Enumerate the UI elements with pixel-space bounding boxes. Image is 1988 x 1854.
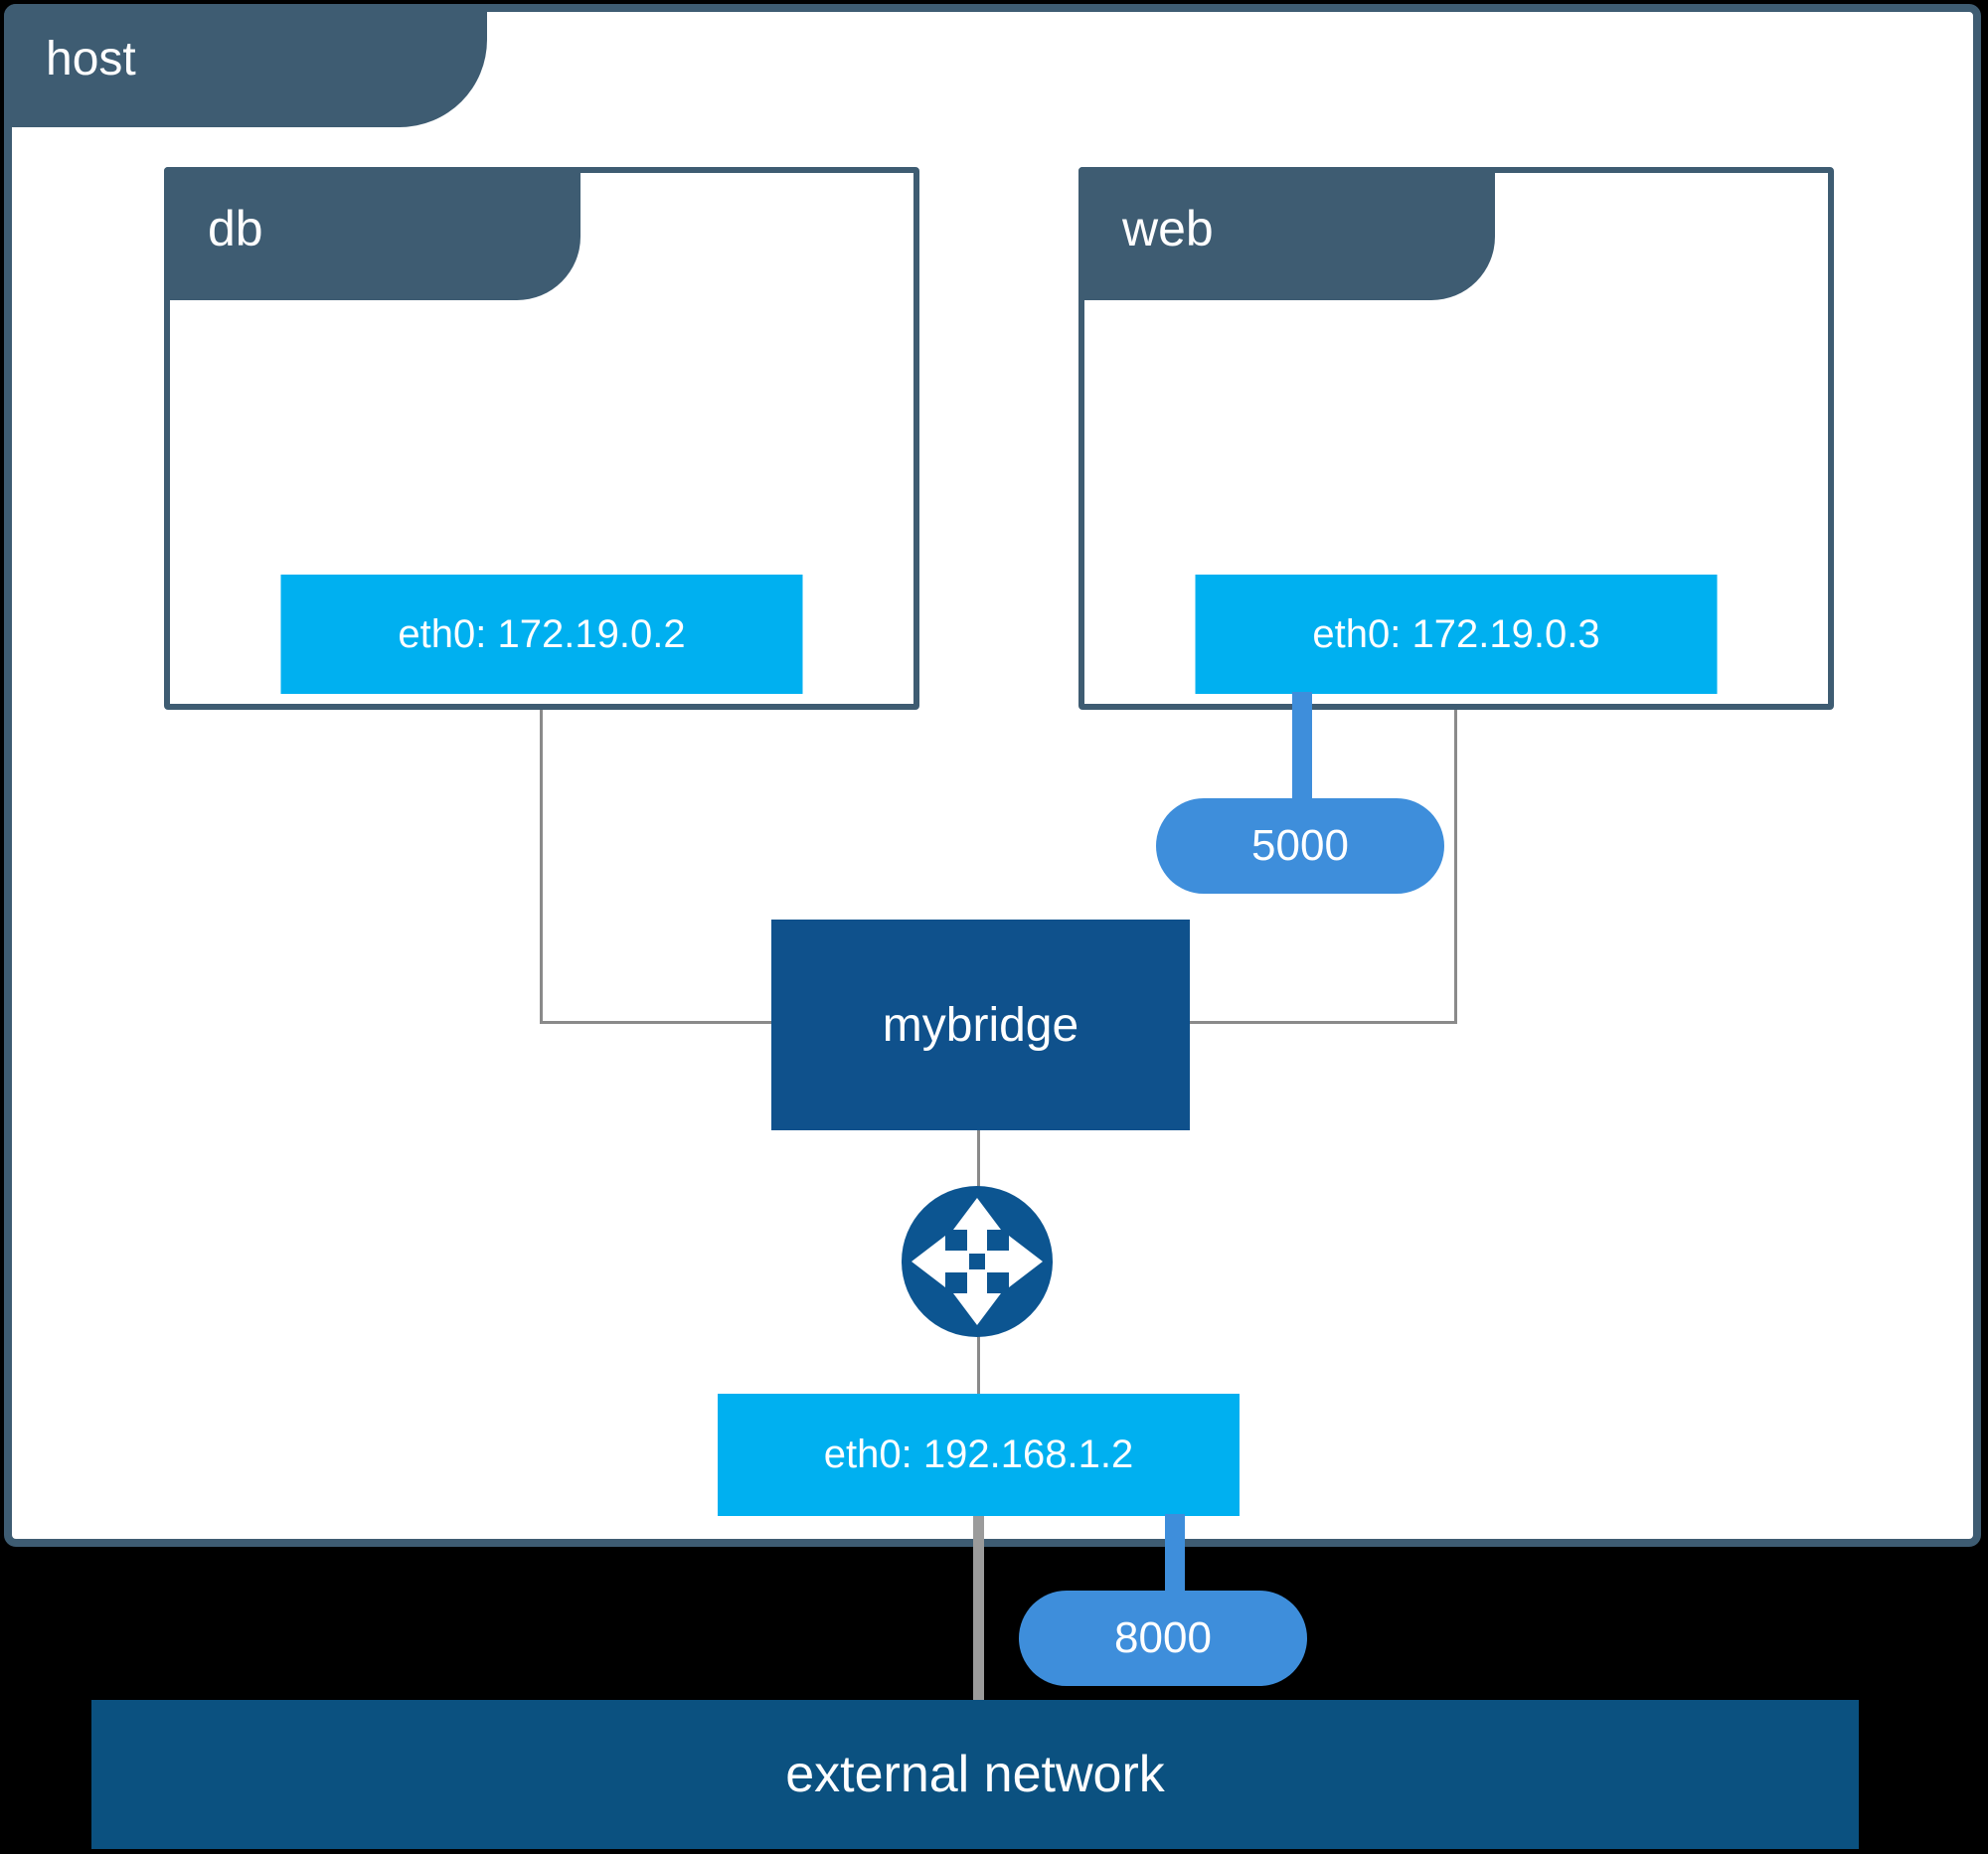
db-eth0-label: eth0: 172.19.0.2 bbox=[398, 611, 686, 656]
external-network-label: external network bbox=[785, 1746, 1165, 1803]
line-db-to-bridge-horizontal bbox=[540, 1021, 773, 1024]
host-label: host bbox=[46, 32, 136, 85]
line-host-eth0-to-external bbox=[973, 1516, 984, 1702]
router-icon bbox=[902, 1186, 1053, 1337]
db-tab: db bbox=[164, 167, 580, 300]
web-eth0-chip: eth0: 172.19.0.3 bbox=[1195, 575, 1718, 694]
port-8000-connector bbox=[1165, 1514, 1185, 1596]
port-8000-pill: 8000 bbox=[1019, 1591, 1307, 1686]
port-5000-connector bbox=[1292, 692, 1312, 803]
container-web: web eth0: 172.19.0.3 bbox=[1078, 167, 1834, 710]
port-5000-pill: 5000 bbox=[1156, 798, 1444, 894]
line-web-to-bridge-horizontal bbox=[1188, 1021, 1456, 1024]
host-eth0-chip: eth0: 192.168.1.2 bbox=[718, 1394, 1240, 1516]
container-db: db eth0: 172.19.0.2 bbox=[164, 167, 919, 710]
web-label: web bbox=[1122, 201, 1214, 256]
host-tab: host bbox=[4, 4, 487, 127]
web-tab: web bbox=[1078, 167, 1495, 300]
port-8000-label: 8000 bbox=[1114, 1613, 1212, 1662]
db-eth0-chip: eth0: 172.19.0.2 bbox=[280, 575, 803, 694]
bridge-label: mybridge bbox=[882, 998, 1079, 1052]
bridge-box: mybridge bbox=[771, 920, 1190, 1130]
port-5000-label: 5000 bbox=[1251, 821, 1349, 870]
web-eth0-label: eth0: 172.19.0.3 bbox=[1312, 611, 1600, 656]
db-label: db bbox=[208, 201, 263, 256]
line-db-to-bridge-vertical bbox=[540, 710, 543, 1024]
line-web-to-bridge-vertical bbox=[1454, 710, 1457, 1024]
external-network-bar: external network bbox=[91, 1700, 1859, 1849]
host-eth0-label: eth0: 192.168.1.2 bbox=[823, 1433, 1134, 1476]
